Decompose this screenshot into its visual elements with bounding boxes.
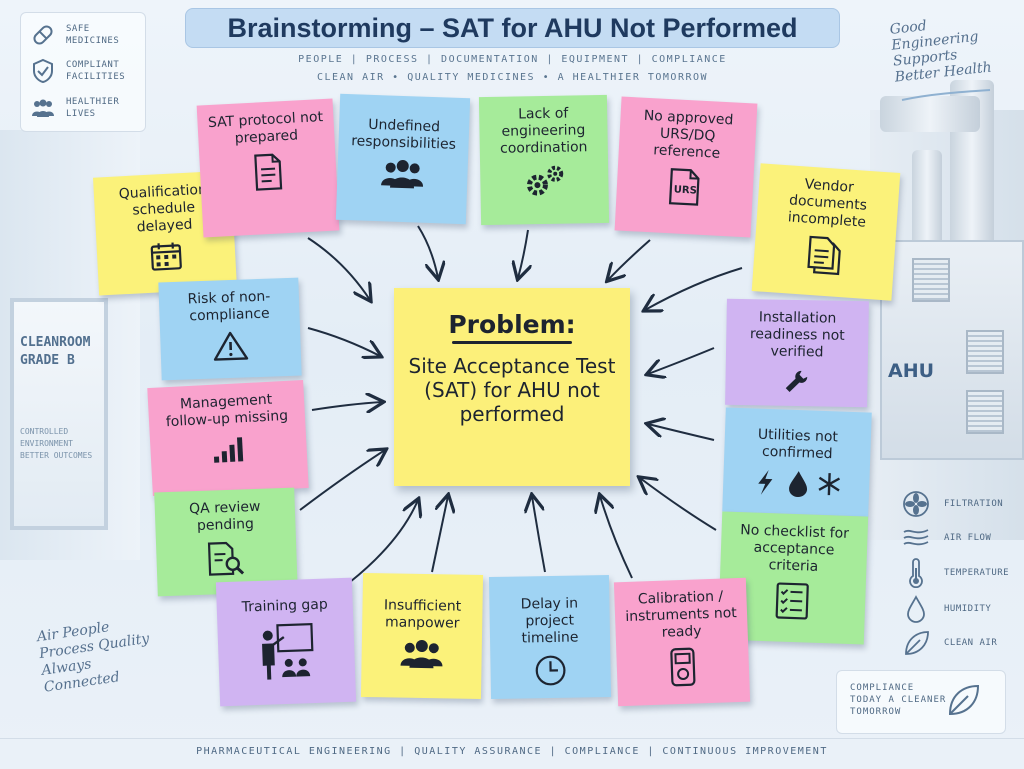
arrow [640, 478, 716, 530]
legend-filtration: FILTRATION [902, 490, 1003, 518]
snowflake-icon [819, 473, 840, 496]
calendar-icon [148, 240, 184, 272]
note-calibration-instruments: Calibration / instruments not ready [614, 578, 750, 707]
clock-icon [531, 653, 570, 689]
instrument-icon [667, 646, 698, 687]
note-project-delay: Delay in project timeline [489, 575, 611, 699]
note-management-follow-up: Management follow-up missing [147, 380, 308, 496]
note-insufficient-manpower: Insufficient manpower [361, 573, 483, 699]
note-engineering-coordination: Lack of engineering coordination [479, 95, 609, 225]
arrow [518, 230, 528, 278]
note-sat-protocol: SAT protocol not prepared [197, 99, 340, 238]
leaf-icon [944, 680, 984, 720]
utilities-icon [746, 466, 847, 499]
arrow [608, 240, 650, 280]
arrow [308, 238, 370, 300]
arrow [648, 424, 714, 440]
arrow [432, 496, 448, 572]
problem-heading: Problem: [448, 310, 575, 339]
arrow [312, 402, 382, 410]
note-vendor-documents: Vendor documents incomplete [752, 163, 901, 300]
lightning-icon [758, 470, 773, 495]
warning-icon [211, 329, 250, 362]
training-icon [255, 620, 317, 682]
problem-underline [452, 341, 572, 344]
note-undefined-responsibilities: Undefined responsibilities [336, 94, 470, 224]
note-training-gap: Training gap [216, 578, 356, 707]
water-drop-icon [789, 471, 808, 498]
arrow [418, 226, 438, 278]
document-icon [252, 151, 284, 193]
note-risk-non-compliance: Risk of non-compliance [158, 278, 301, 381]
legend-temperature: TEMPERATURE [902, 558, 1009, 588]
legend-clean-air: CLEAN AIR [902, 628, 997, 658]
fan-icon [902, 490, 930, 518]
thermometer-icon [902, 558, 930, 588]
arrow [300, 450, 385, 510]
note-utilities-not-confirmed: Utilities not confirmed [722, 407, 872, 516]
arrow [600, 496, 632, 578]
arrow [648, 348, 714, 374]
airflow-icon [902, 526, 930, 550]
note-installation-readiness: Installation readiness not verified [725, 299, 869, 407]
urs-icon-label: URS [673, 184, 697, 196]
review-icon [206, 539, 247, 578]
legend-humidity: HUMIDITY [902, 594, 991, 624]
problem-note: Problem: Site Acceptance Test (SAT) for … [394, 288, 630, 486]
problem-text: Site Acceptance Test (SAT) for AHU not p… [407, 354, 617, 426]
wrench-icon [781, 367, 812, 397]
people-icon [380, 157, 425, 191]
leaf-icon [902, 628, 930, 658]
legend-air-flow: AIR FLOW [902, 526, 991, 550]
documents-icon [805, 234, 844, 276]
gears-icon [521, 163, 568, 200]
checklist-icon [774, 580, 811, 621]
arrow [350, 500, 418, 582]
arrow [532, 496, 545, 572]
droplet-icon [902, 594, 930, 624]
footer-text: PHARMACEUTICAL ENGINEERING | QUALITY ASS… [0, 746, 1024, 757]
bar-chart-icon [210, 433, 248, 465]
urs-document-icon: URS [667, 166, 703, 208]
note-urs-dq-reference: No approved URS/DQ reference URS [615, 97, 758, 238]
compliance-card-text: COMPLIANCE TODAY A CLEANER TOMORROW [850, 682, 950, 718]
arrow [308, 328, 380, 356]
people-icon [399, 638, 444, 671]
